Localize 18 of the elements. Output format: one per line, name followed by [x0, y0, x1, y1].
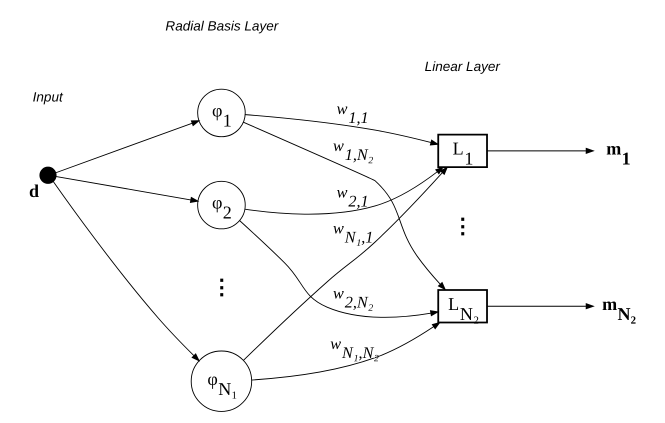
- arrow: [486, 148, 594, 154]
- arrow: [55, 176, 199, 203]
- arrow: [244, 166, 444, 215]
- label: ⋮: [210, 276, 233, 300]
- arrow: [52, 181, 200, 362]
- arrow: [54, 120, 200, 174]
- arrow: [250, 322, 440, 380]
- arrow: [486, 303, 594, 310]
- label: Radial Basis Layer: [164, 18, 278, 34]
- label: Linear Layer: [424, 58, 500, 74]
- label: ⋮: [452, 214, 474, 238]
- arrow: [242, 122, 446, 291]
- arrow: [242, 166, 448, 361]
- node-circle: [38, 166, 56, 184]
- arrow: [238, 220, 439, 318]
- node-label: d: [28, 180, 39, 201]
- arrow: [244, 114, 439, 146]
- label: Input: [32, 90, 62, 105]
